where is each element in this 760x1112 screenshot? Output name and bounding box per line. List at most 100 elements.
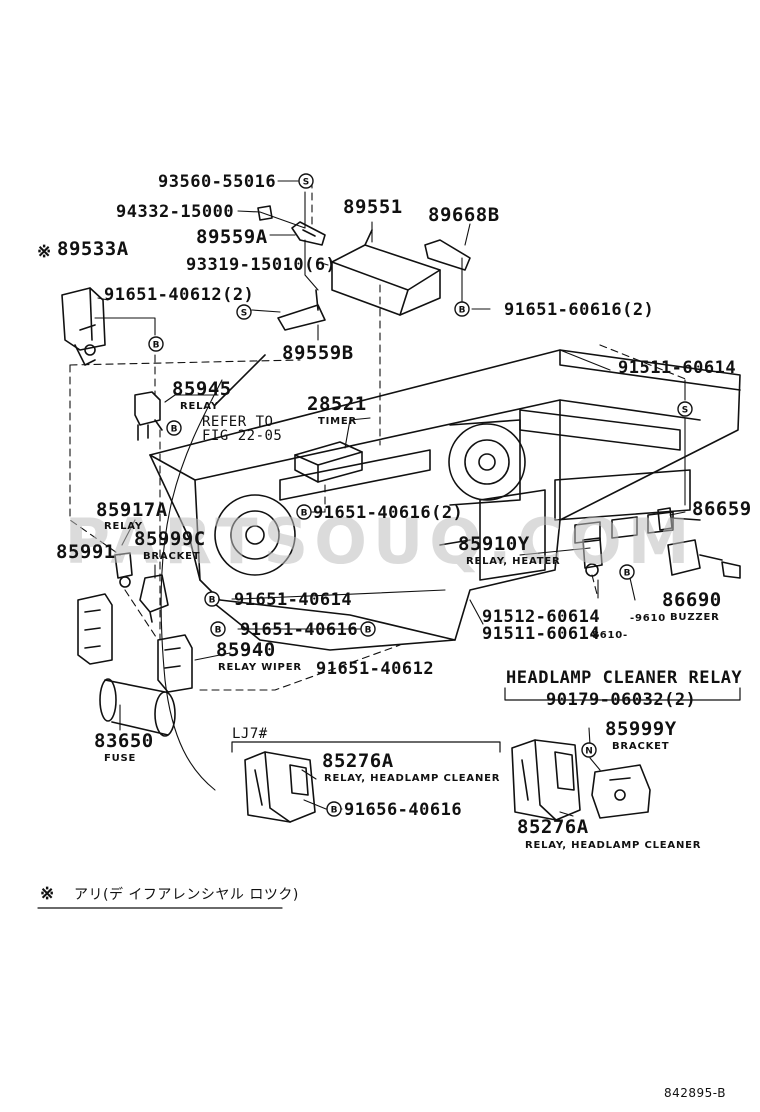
label-relay-heater: RELAY, HEATER (466, 556, 561, 567)
buzzer-86690 (667, 539, 741, 579)
label-relay-85917A: RELAY (104, 521, 143, 532)
part-86659[interactable]: 86659 (692, 498, 752, 520)
svg-text:B: B (171, 425, 178, 435)
part-91651-40612[interactable]: 91651-40612 (316, 659, 435, 679)
part-85991[interactable]: 85991 (56, 541, 116, 563)
label-8610: 8610- (592, 630, 628, 641)
marker-b-9: B (326, 801, 342, 817)
marker-b-2: B (148, 336, 164, 352)
part-91512-60614[interactable]: 91512-60614 (482, 607, 601, 627)
headlamp-cleaner-relay-title: HEADLAMP CLEANER RELAY (506, 668, 743, 688)
svg-text:B: B (215, 626, 222, 636)
label-timer: TIMER (318, 416, 358, 427)
asterisk-mark: ※ (37, 242, 52, 262)
part-93560-55016[interactable]: 93560-55016 (158, 172, 277, 192)
connector-85991 (77, 593, 113, 665)
part-90179-06032[interactable]: 90179-06032(2) (546, 690, 697, 710)
part-93319-15010[interactable]: 93319-15010(6) (186, 255, 337, 275)
label-bracket-85999Y: BRACKET (612, 741, 670, 752)
bracket-89559B (277, 289, 326, 331)
part-28521[interactable]: 28521 (307, 393, 367, 415)
marker-b-8: B (360, 621, 376, 637)
marker-b-1: B (454, 301, 470, 317)
part-94332-15000[interactable]: 94332-15000 (116, 202, 235, 222)
marker-b-5: B (619, 564, 635, 580)
label-relay-wiper: RELAY WIPER (218, 662, 302, 673)
relay-85910Y (582, 537, 603, 577)
part-91651-40614[interactable]: 91651-40614 (234, 590, 353, 610)
connector-86659 (657, 507, 701, 531)
relay-85945 (134, 391, 163, 441)
part-85910Y[interactable]: 85910Y (458, 533, 530, 555)
drawing-number: 842895-B (664, 1086, 726, 1100)
part-91651-40616-2[interactable]: 91651-40616(2) (313, 503, 464, 523)
part-85945[interactable]: 85945 (172, 378, 232, 400)
svg-text:S: S (241, 309, 247, 319)
part-89559B[interactable]: 89559B (282, 342, 354, 364)
marker-s-2: S (236, 304, 252, 320)
svg-text:B: B (459, 306, 466, 316)
part-89533A[interactable]: 89533A (57, 238, 129, 260)
svg-text:B: B (153, 341, 160, 351)
svg-text:N: N (585, 747, 593, 757)
marker-s-3: S (677, 401, 693, 417)
svg-text:S: S (303, 178, 309, 188)
label-relay-headlamp-cleaner-right: RELAY, HEADLAMP CLEANER (525, 840, 702, 851)
note-text: アリ(デ イフアレンシヤル ロツク) (74, 887, 299, 903)
label-9610: -9610 (630, 613, 666, 624)
bracket-85999Y (591, 764, 651, 819)
computer-89551 (331, 229, 441, 316)
marker-n-1: N (581, 742, 597, 758)
refer-to: REFER TO (202, 414, 274, 430)
relay-85917A (114, 552, 133, 588)
part-85917A[interactable]: 85917A (96, 499, 168, 521)
relay-85276A-right (511, 739, 581, 821)
part-85999Y[interactable]: 85999Y (605, 718, 677, 740)
label-buzzer: BUZZER (670, 612, 720, 623)
svg-text:B: B (331, 806, 338, 816)
marker-b-4: B (296, 504, 312, 520)
label-relay-headlamp-cleaner-left: RELAY, HEADLAMP CLEANER (324, 773, 501, 784)
marker-b-6: B (204, 591, 220, 607)
part-91656-40616[interactable]: 91656-40616 (344, 800, 463, 820)
part-85276A-left[interactable]: 85276A (322, 750, 394, 772)
marker-b-3: B (166, 420, 182, 436)
instrument-panel (149, 349, 741, 651)
part-91651-60616-2[interactable]: 91651-60616(2) (504, 300, 655, 320)
part-89668B[interactable]: 89668B (428, 204, 500, 226)
part-89559A[interactable]: 89559A (196, 226, 268, 248)
part-85940[interactable]: 85940 (216, 639, 276, 661)
part-91651-40616[interactable]: 91651-40616 (240, 620, 359, 640)
label-bracket-85999C: BRACKET (143, 551, 201, 562)
bracket-89668B (424, 239, 471, 271)
marker-s-1: S (298, 173, 314, 189)
svg-text:B: B (301, 509, 308, 519)
part-89551[interactable]: 89551 (343, 196, 403, 218)
fuse-83650 (99, 678, 176, 737)
bracket-85999C (139, 574, 169, 623)
relay-89533A (61, 287, 106, 366)
timer-28521 (294, 441, 363, 483)
part-83650[interactable]: 83650 (94, 730, 154, 752)
relay-85276A-left (244, 751, 316, 823)
part-91511-60614-low[interactable]: 91511-60614 (482, 624, 601, 644)
svg-text:B: B (365, 626, 372, 636)
svg-text:S: S (682, 406, 688, 416)
part-86690[interactable]: 86690 (662, 589, 722, 611)
label-relay-85945: RELAY (180, 401, 219, 412)
part-85999C[interactable]: 85999C (134, 528, 206, 550)
label-lj7: LJ7# (232, 726, 268, 742)
relay-85940 (157, 634, 193, 693)
refer-fig[interactable]: FIG 22-05 (202, 428, 283, 444)
note-mark: ※ (40, 884, 55, 904)
svg-text:B: B (624, 569, 631, 579)
marker-b-7: B (210, 621, 226, 637)
svg-text:B: B (209, 596, 216, 606)
clip-94332 (257, 205, 273, 221)
bracket-89559A (291, 221, 326, 246)
label-fuse: FUSE (104, 753, 137, 764)
part-91651-40612-2[interactable]: 91651-40612(2) (104, 285, 255, 305)
part-91511-60614-top[interactable]: 91511-60614 (618, 358, 737, 378)
part-85276A-right[interactable]: 85276A (517, 816, 589, 838)
